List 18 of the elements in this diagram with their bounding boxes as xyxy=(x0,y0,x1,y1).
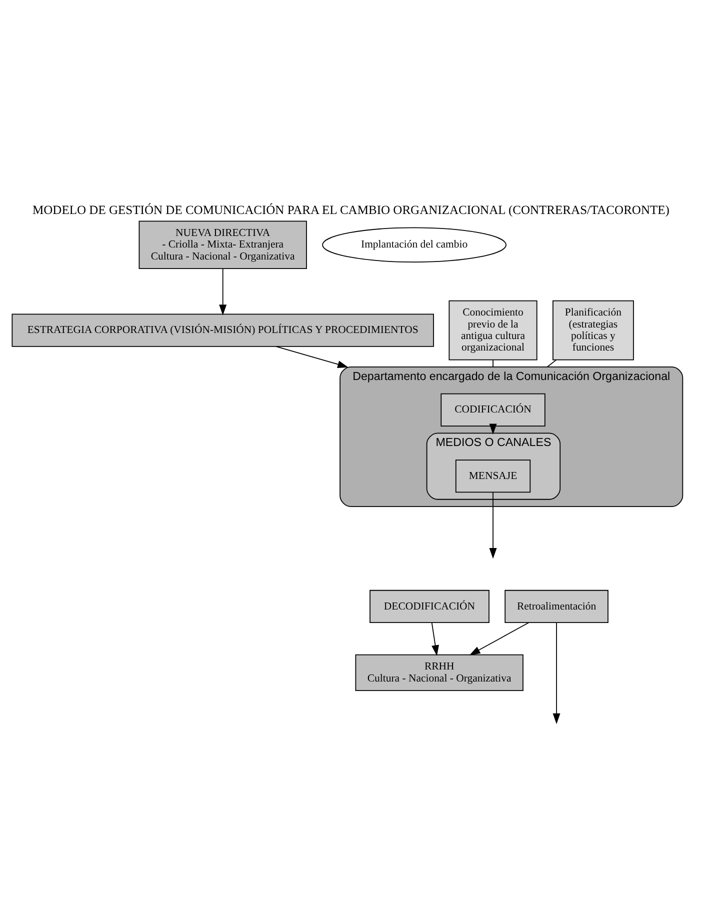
node-box: MENSAJE xyxy=(455,460,531,493)
connector xyxy=(492,360,494,368)
node-ellipse: Implantación del cambio xyxy=(322,227,506,262)
diagram-title: MODELO DE GESTIÓN DE COMUNICACIÓN PARA EL CAMBIO ORGANIZACIONAL (CONTRERAS/TACORONTE) xyxy=(32,203,670,218)
arrow xyxy=(275,346,348,368)
connector xyxy=(546,360,557,368)
arrow xyxy=(489,492,497,559)
arrow xyxy=(219,268,227,316)
arrow xyxy=(469,622,530,656)
node-box: Conocimiento previo de la antigua cultura organizacional xyxy=(448,300,538,360)
node-box: ESTRATEGIA CORPORATIVA (VISIÓN-MISIÓN) POLÍTICAS Y PROCEDIMIENTOS xyxy=(12,314,434,347)
node-box: NUEVA DIRECTIVA - Criolla - Mixta- Extranjera Cultura - Nacional - Organizativa xyxy=(138,220,307,270)
node-box: DECODIFICACIÓN xyxy=(370,590,490,624)
arrow xyxy=(431,622,440,656)
arrow xyxy=(552,622,560,724)
node-box: RRHH Cultura - Nacional - Organizativa xyxy=(355,654,524,692)
node-box: Planificación (estrategias políticas y funciones xyxy=(552,300,634,360)
node-box: Retroalimentación xyxy=(504,590,608,624)
